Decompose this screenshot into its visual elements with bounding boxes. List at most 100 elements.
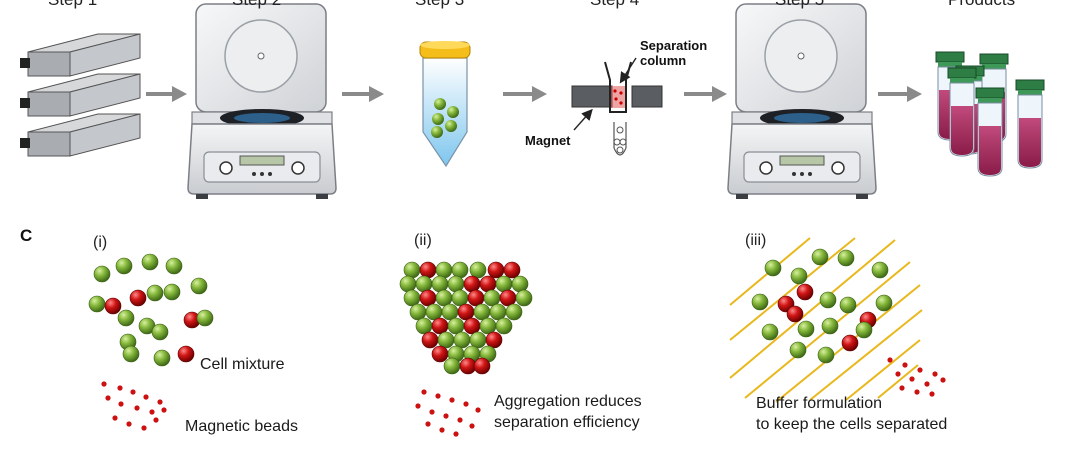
green-cell xyxy=(190,277,208,295)
green-cell xyxy=(495,317,513,335)
step-label: Step 1 xyxy=(48,0,97,10)
green-cell xyxy=(431,275,449,293)
green-cell xyxy=(447,317,465,335)
green-cell xyxy=(495,275,513,293)
green-cell xyxy=(839,296,857,314)
green-cell xyxy=(403,289,421,307)
magnetic-bead xyxy=(126,421,132,427)
magnetic-beads-label: Magnetic beads xyxy=(185,418,298,435)
red-cell xyxy=(419,261,437,279)
green-cell xyxy=(117,309,135,327)
red-cell xyxy=(463,317,481,335)
centrifuge-icon xyxy=(727,3,877,200)
red-cell xyxy=(487,261,505,279)
red-cell xyxy=(786,305,804,323)
magnetic-bead xyxy=(887,357,893,363)
buffer-line xyxy=(809,309,923,401)
buffer-line xyxy=(877,364,919,399)
green-cell xyxy=(855,321,873,339)
green-cell xyxy=(837,249,855,267)
magnetic-bead xyxy=(917,367,923,373)
green-cell xyxy=(511,275,529,293)
red-cell xyxy=(499,289,517,307)
magnetic-bead xyxy=(475,407,481,413)
buffer-line xyxy=(729,239,896,379)
step-label: Products xyxy=(948,0,1015,10)
green-cell xyxy=(415,317,433,335)
green-cell xyxy=(819,291,837,309)
red-cell xyxy=(419,289,437,307)
red-cell xyxy=(473,357,491,375)
green-cell xyxy=(415,275,433,293)
green-cell xyxy=(435,261,453,279)
step-label: Step 4 xyxy=(590,0,639,10)
green-cell xyxy=(122,345,140,363)
green-cell xyxy=(443,357,461,375)
magnetic-bead xyxy=(141,425,147,431)
buffer-caption: Buffer formulation to keep the cells sep… xyxy=(756,395,948,433)
green-cell xyxy=(409,303,427,321)
magnetic-bead xyxy=(415,403,421,409)
cell-illustrations xyxy=(88,237,946,437)
green-cell xyxy=(196,309,214,327)
green-cell xyxy=(437,331,455,349)
magnetic-bead xyxy=(157,399,163,405)
centrifuge-icon xyxy=(187,3,337,200)
magnetic-bead xyxy=(149,409,155,415)
magnetic-bead xyxy=(435,393,441,399)
green-cell xyxy=(151,323,169,341)
green-cell xyxy=(451,261,469,279)
separation-column-label: Separation column xyxy=(640,38,708,68)
green-cell xyxy=(817,346,835,364)
red-cell xyxy=(457,303,475,321)
magnetic-bead xyxy=(902,362,908,368)
magnetic-bead xyxy=(895,371,901,377)
green-cell xyxy=(811,248,829,266)
magnetic-bead xyxy=(425,421,431,427)
magnetic-bead xyxy=(449,397,455,403)
scenario-label: (ii) xyxy=(414,232,432,249)
red-cell xyxy=(503,261,521,279)
green-cell xyxy=(761,323,779,341)
green-cell xyxy=(797,320,815,338)
red-cell xyxy=(479,275,497,293)
green-cell xyxy=(141,253,159,271)
red-cell xyxy=(841,334,859,352)
magnetic-bead xyxy=(101,381,107,387)
flow-arrows xyxy=(146,86,922,102)
magnetic-separation-icon xyxy=(571,57,663,156)
magnetic-bead xyxy=(421,389,427,395)
green-cell xyxy=(789,341,807,359)
magnetic-bead xyxy=(161,407,167,413)
panel-letter: C xyxy=(20,226,33,245)
aggregation-caption: Aggregation reduces separation efficienc… xyxy=(494,393,642,431)
red-cell xyxy=(431,345,449,363)
red-cell xyxy=(459,357,477,375)
cell-mixture-label: Cell mixture xyxy=(200,356,285,373)
green-cell xyxy=(146,284,164,302)
buffer-line xyxy=(845,339,921,401)
red-cell xyxy=(485,331,503,349)
green-cell xyxy=(473,303,491,321)
green-cell xyxy=(453,331,471,349)
magnetic-bead xyxy=(909,376,915,382)
magnetic-bead xyxy=(112,415,118,421)
green-cell xyxy=(469,331,487,349)
magnetic-bead xyxy=(929,391,935,397)
green-cell xyxy=(115,257,133,275)
green-cell xyxy=(153,349,171,367)
magnetic-bead xyxy=(453,431,459,437)
magnetic-bead xyxy=(134,405,140,411)
green-cell xyxy=(871,261,889,279)
magnetic-bead xyxy=(130,389,136,395)
green-cell xyxy=(163,283,181,301)
magnetic-bead xyxy=(118,401,124,407)
magnetic-bead xyxy=(457,417,463,423)
scenario-label: (i) xyxy=(93,234,108,251)
magnetic-bead xyxy=(899,385,905,391)
magnetic-bead xyxy=(443,413,449,419)
red-cell xyxy=(421,331,439,349)
magnetic-bead xyxy=(932,371,938,377)
red-cell xyxy=(177,345,195,363)
step-label: Step 2 xyxy=(232,0,281,10)
